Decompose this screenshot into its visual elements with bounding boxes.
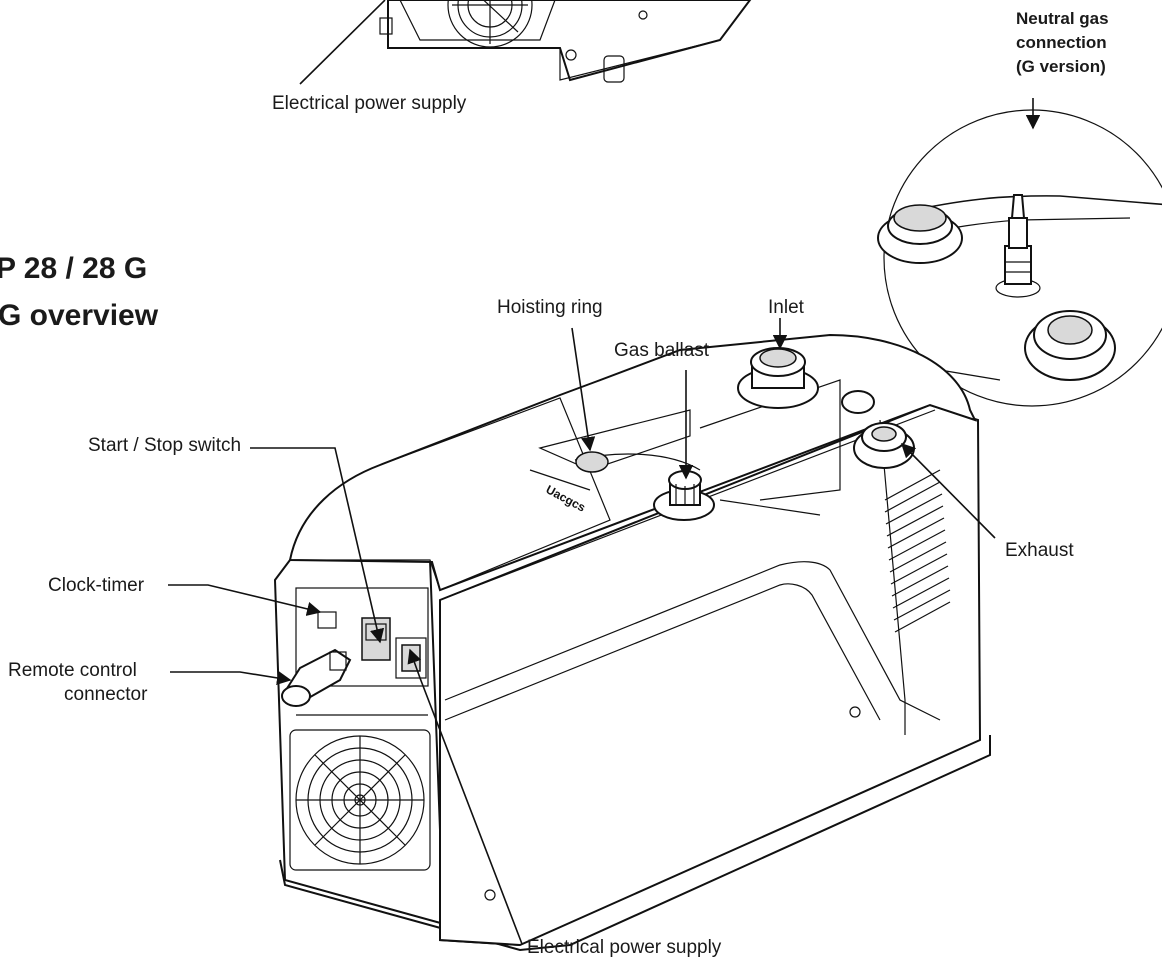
- bottom-power-label: Electrical power supply: [527, 937, 722, 958]
- gas-nozzle-icon: [995, 194, 1041, 298]
- top-fan-partial-icon: [447, 0, 533, 48]
- inlet-label: Inlet: [768, 297, 805, 318]
- remote-control-label-2: connector: [64, 684, 148, 705]
- neutral-gas-label-3: (G version): [1016, 57, 1106, 76]
- title-line-1: P 28 / 28 G: [0, 252, 147, 285]
- exhaust-fitting-icon: [853, 422, 915, 469]
- front-fan-icon: [289, 729, 431, 871]
- vent-slots-icon: [884, 469, 951, 633]
- neutral-gas-label-1: Neutral gas: [1016, 9, 1109, 28]
- exhaust-label: Exhaust: [1005, 540, 1074, 561]
- handle-slot-icon: [575, 451, 609, 473]
- top-power-label: Electrical power supply: [272, 93, 467, 114]
- top-pump-partial: [379, 0, 752, 83]
- hoisting-ring-label: Hoisting ring: [497, 297, 603, 318]
- start-stop-label: Start / Stop switch: [88, 435, 241, 456]
- clock-timer-label: Clock-timer: [48, 575, 145, 596]
- remote-connector-icon: [281, 648, 352, 707]
- hoisting-ring-icon: [841, 390, 875, 414]
- leader-lines: [168, 0, 1041, 945]
- gas-ballast-label: Gas ballast: [614, 340, 710, 361]
- remote-control-label-1: Remote control: [8, 660, 137, 681]
- gas-ballast-knob-icon: [653, 470, 715, 521]
- inlet-fitting-icon: [737, 347, 819, 409]
- neutral-gas-label-2: connection: [1016, 33, 1107, 52]
- control-panel: [281, 587, 429, 716]
- neutral-gas-zoom: [877, 109, 1162, 407]
- title-line-2: G overview: [0, 299, 159, 332]
